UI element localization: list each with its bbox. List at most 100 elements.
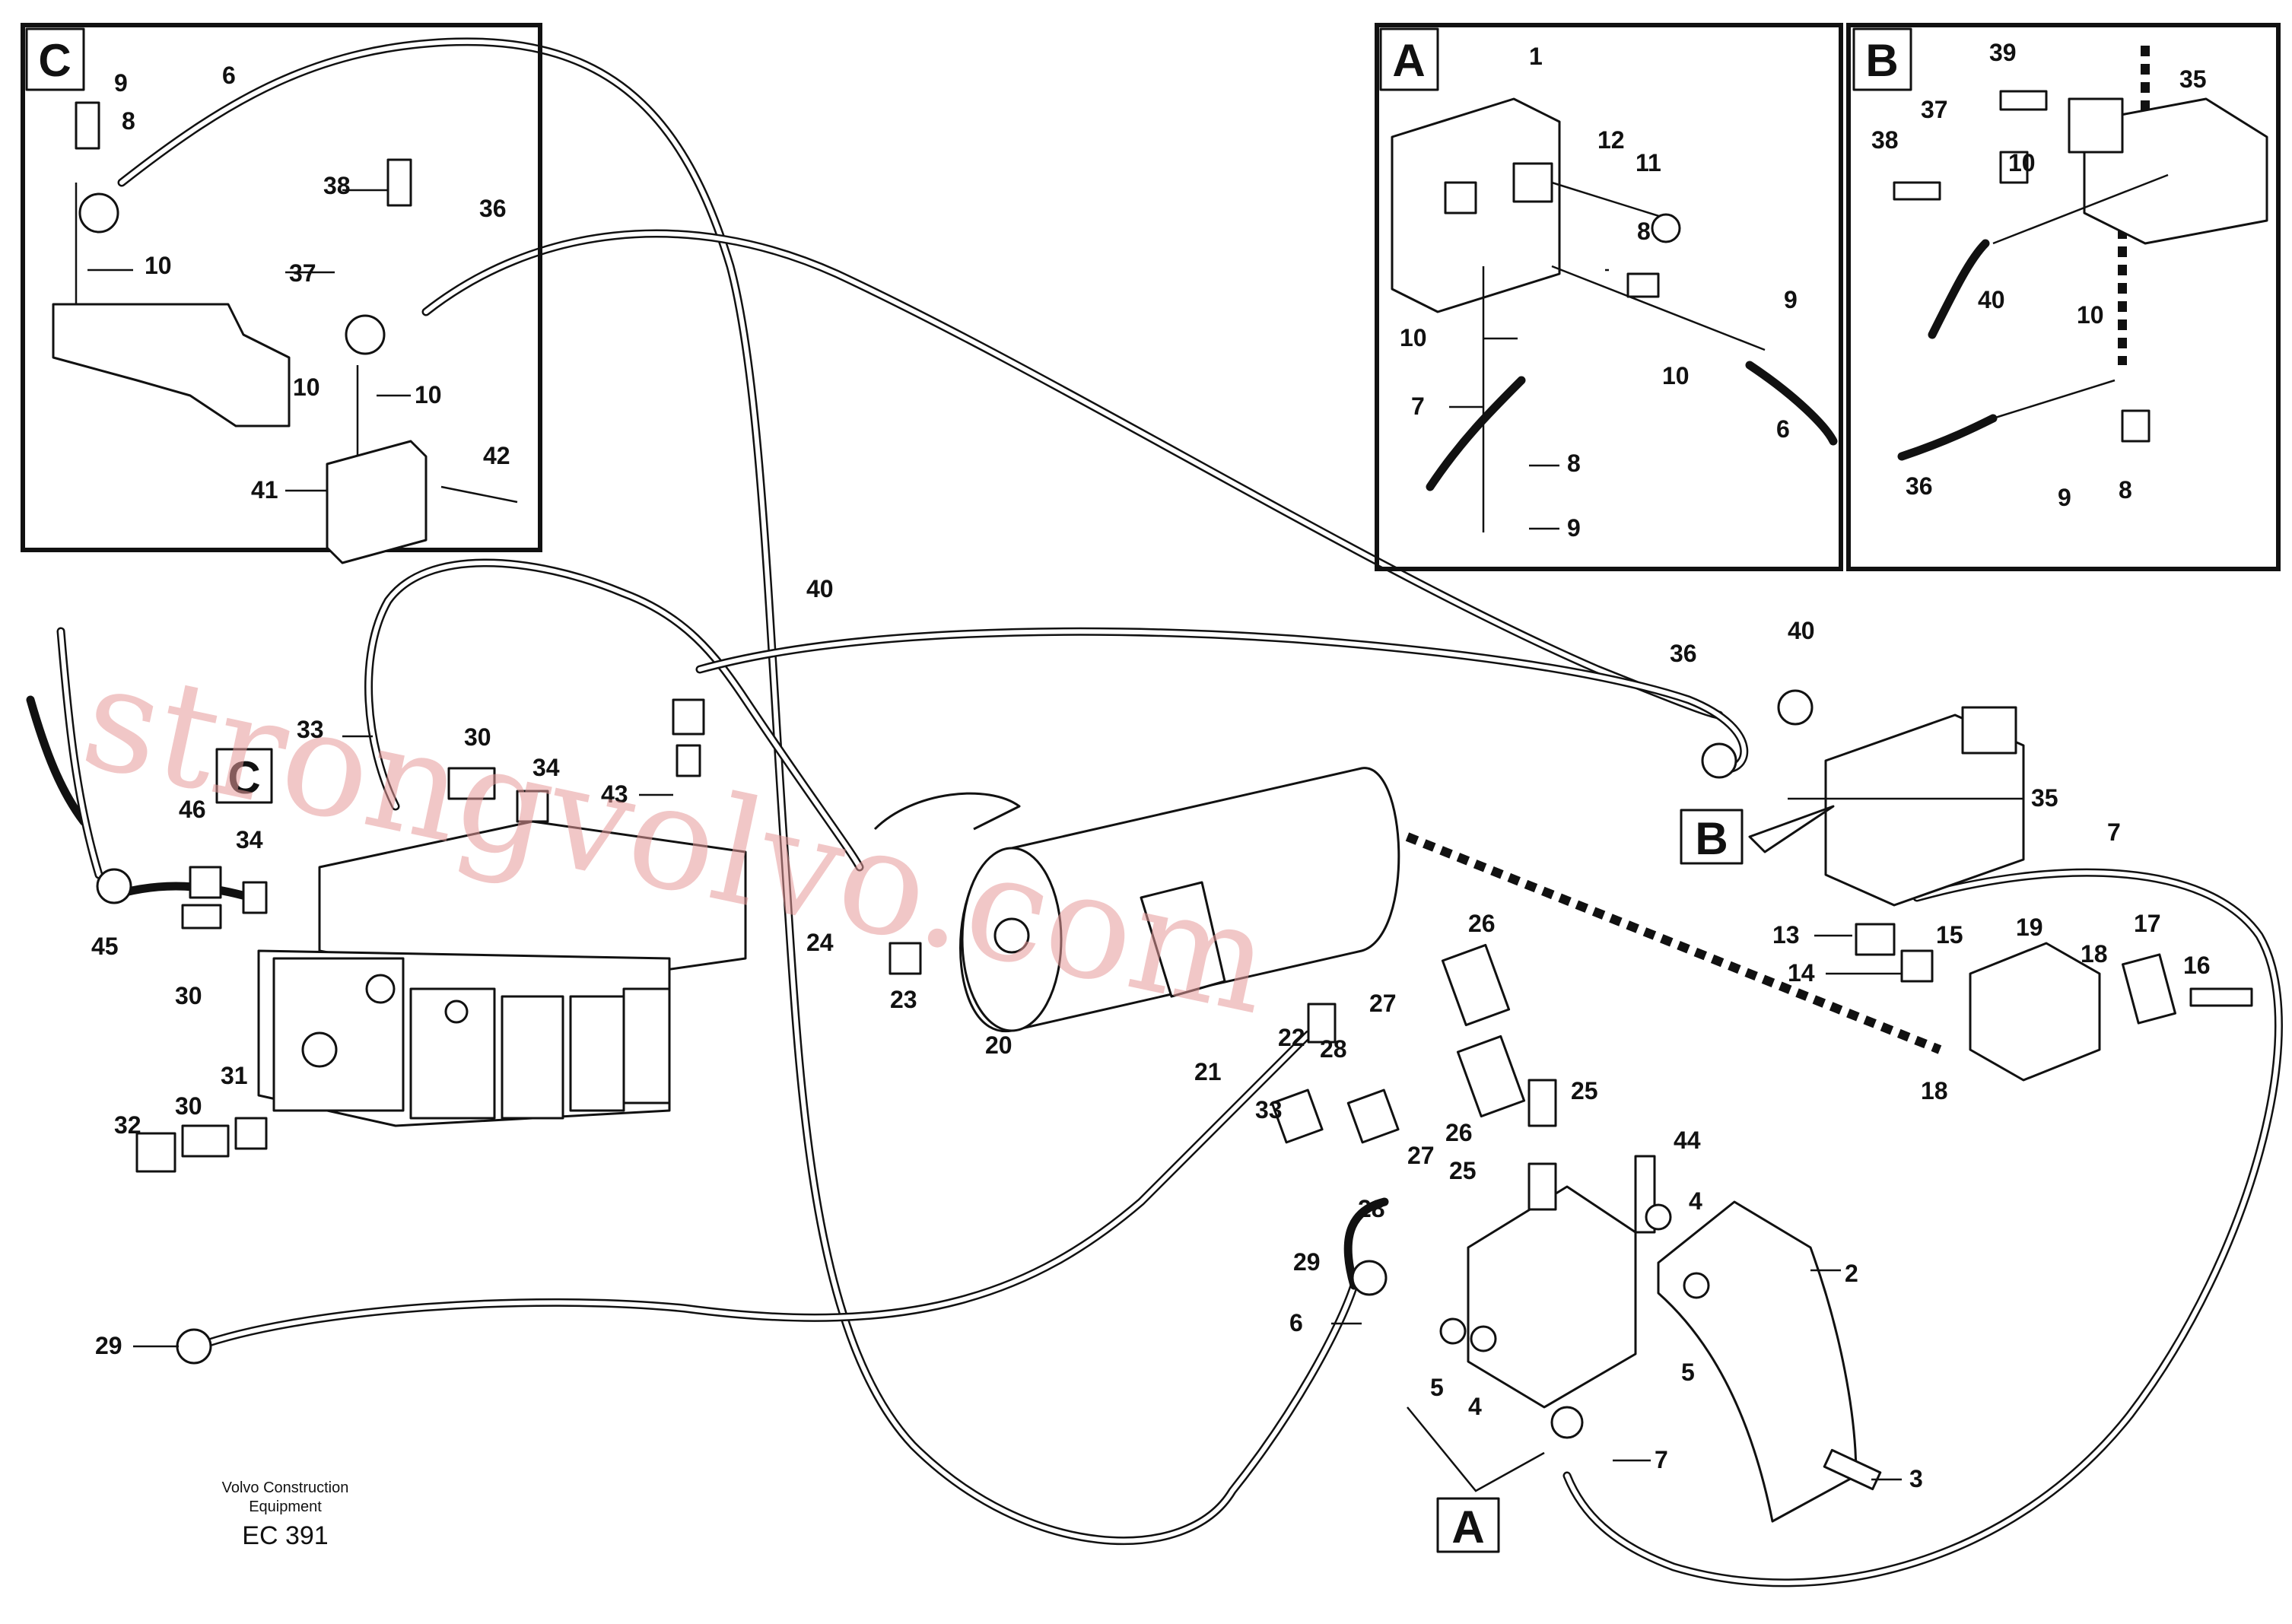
view-marker-b: B: [1680, 809, 1744, 865]
callout: 34: [532, 754, 560, 781]
callout: 35: [2179, 65, 2207, 93]
callout: 9: [114, 69, 128, 97]
callout: 40: [1788, 617, 1815, 644]
callout: 9: [2058, 484, 2071, 511]
callout: 37: [1921, 96, 1948, 123]
callout: 8: [1567, 450, 1581, 477]
callout: 45: [91, 933, 119, 960]
callout: 30: [175, 1092, 202, 1120]
callout: 6: [222, 62, 236, 89]
callout: 6: [1776, 415, 1790, 443]
svg-text:C: C: [227, 752, 260, 803]
callout: 40: [806, 575, 834, 602]
callout: 28: [1320, 1035, 1347, 1063]
callout: 24: [806, 929, 834, 956]
footer-code: EC 391: [242, 1521, 328, 1550]
callout: 42: [483, 442, 510, 469]
callout-labels: 9 8 6 10 38 36 37 10 10 41 42 1 12 11 8 …: [91, 39, 2211, 1492]
callout: 11: [1636, 149, 1661, 176]
callout: 10: [1662, 362, 1690, 389]
callout: 39: [1989, 39, 2017, 66]
callout: 10: [2077, 301, 2104, 329]
callout: 29: [1293, 1248, 1321, 1276]
callout: 6: [1289, 1309, 1303, 1336]
callout: 18: [1921, 1077, 1948, 1104]
callout: 21: [1194, 1058, 1222, 1085]
callout: 10: [293, 373, 320, 401]
callout: 3: [1909, 1465, 1923, 1492]
callout: 8: [2119, 476, 2132, 504]
callout: 5: [1430, 1374, 1444, 1401]
callout: 7: [1655, 1446, 1668, 1473]
control-valve-block: [257, 820, 747, 1127]
callout: 38: [323, 172, 351, 199]
callout: 17: [2134, 910, 2161, 937]
callout: 26: [1468, 910, 1496, 937]
callout: 14: [1788, 959, 1815, 987]
dashed-link-a: [1405, 832, 1942, 1054]
block-19: [1969, 942, 2177, 1082]
callout: 15: [1936, 921, 1963, 949]
view-marker-c: C: [215, 748, 273, 804]
callout: 4: [1689, 1187, 1702, 1215]
callout: 5: [1681, 1359, 1695, 1386]
callout: 7: [2107, 818, 2121, 846]
inset-c-letter: C: [38, 35, 71, 86]
view-marker-a: A: [1436, 1497, 1500, 1553]
callout: 30: [464, 723, 491, 751]
callout: 43: [601, 780, 628, 808]
callout: 34: [236, 826, 263, 853]
callout: 30: [175, 982, 202, 1009]
callout: 25: [1571, 1077, 1598, 1104]
accumulator-tank: [873, 767, 1400, 1032]
inset-c: C: [21, 23, 542, 564]
callout: 9: [1784, 286, 1798, 313]
inset-b: B: [1846, 23, 2281, 571]
footer-company: Volvo Construction: [222, 1479, 349, 1496]
callout: 27: [1369, 990, 1397, 1017]
callout: 38: [1871, 126, 1899, 154]
callout: 1: [1529, 43, 1543, 70]
callout: 9: [1567, 514, 1581, 542]
callout: 10: [2008, 149, 2036, 176]
callout: 10: [145, 252, 172, 279]
callout: 33: [1255, 1096, 1283, 1123]
callout: 8: [1637, 218, 1651, 245]
callout: 23: [890, 986, 917, 1013]
callout: 41: [251, 476, 278, 504]
callout: 46: [179, 796, 206, 823]
callout: 40: [1978, 286, 2005, 313]
svg-text:A: A: [1451, 1502, 1484, 1552]
solenoid-b: [1824, 706, 2025, 907]
callout: 10: [415, 381, 442, 408]
callout: 36: [1670, 640, 1697, 667]
callout: 10: [1400, 324, 1427, 351]
callout: 36: [479, 195, 507, 222]
callout: 25: [1449, 1157, 1477, 1184]
footer-company-line2: Equipment: [249, 1498, 322, 1515]
callout: 44: [1674, 1127, 1701, 1154]
svg-text:B: B: [1695, 813, 1728, 864]
callout: 16: [2183, 952, 2211, 979]
callout: 12: [1597, 126, 1625, 154]
main-hoses: [26, 37, 2283, 1587]
callout: 22: [1278, 1024, 1305, 1051]
callout: 29: [95, 1332, 122, 1359]
inset-a-letter: A: [1392, 35, 1425, 86]
callout: 27: [1407, 1142, 1435, 1169]
callout: 32: [114, 1111, 141, 1139]
callout: 2: [1845, 1260, 1858, 1287]
callout: 8: [122, 107, 135, 135]
callout: 33: [297, 716, 324, 743]
callout: 19: [2016, 914, 2043, 941]
callout: 31: [221, 1062, 248, 1089]
callout: 20: [985, 1031, 1012, 1059]
callout: 36: [1906, 472, 1933, 500]
leader-lines: [87, 189, 2023, 1481]
dashed-link-b: [2118, 46, 2150, 365]
view-arrow-a: [1407, 1406, 1545, 1492]
inset-a: A: [1375, 23, 1843, 571]
footer: Volvo Construction Equipment EC 391: [222, 1479, 349, 1550]
callout: 4: [1468, 1393, 1482, 1420]
